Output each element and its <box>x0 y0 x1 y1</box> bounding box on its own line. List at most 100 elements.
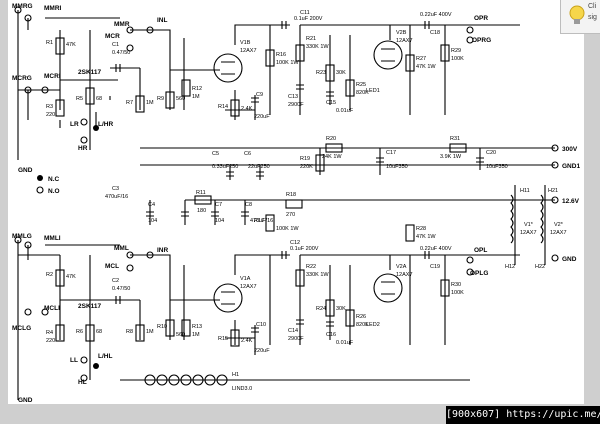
label-c20: C20 <box>486 150 496 156</box>
label-r21-value: 330K 1W <box>306 44 329 50</box>
label-c20-value: 10uF350 <box>486 164 508 170</box>
net-opl: OPL <box>474 247 487 254</box>
label-c8-value: 470uF/16 <box>250 218 273 224</box>
resistor-boxes <box>55 37 467 347</box>
label-r5: R5 <box>76 96 83 102</box>
legend-no: N.O <box>48 188 60 195</box>
label-c18: C18 <box>430 30 440 36</box>
net-hl: HL <box>78 379 87 386</box>
label-r7-value: 1M <box>146 100 154 106</box>
wiring <box>17 10 555 400</box>
label-r7: R7 <box>126 100 133 106</box>
label-c9: C9 <box>256 92 263 98</box>
label-r30: R30 <box>451 282 461 288</box>
label-led1: LED1 <box>366 88 380 94</box>
label-c14: C14 <box>288 328 298 334</box>
net-oprg: OPRG <box>472 37 491 44</box>
image-source-caption: [900x607] https://upic.me/ <box>446 406 600 424</box>
label-c15: C15 <box>326 100 336 106</box>
label-r14-value: 2.4K <box>241 106 253 112</box>
schematic-paper <box>8 0 584 404</box>
tube-v1a <box>213 283 243 313</box>
label-c18-value: 0.22uF 400V <box>420 12 452 18</box>
net-lr: LR <box>70 121 79 128</box>
label-r18-value: 270 <box>286 212 295 218</box>
net-inr: INR <box>157 247 169 254</box>
help-tooltip[interactable]: Cli sig <box>560 0 600 34</box>
net-mclg: MCLG <box>12 325 31 332</box>
net-mcli: MCLI <box>44 305 60 312</box>
label-c11-value: 0.1uF 200V <box>294 16 323 22</box>
label-r20: R20 <box>326 136 336 142</box>
label-r9-value: 560 <box>176 96 185 102</box>
label-c4: C4 <box>148 202 155 208</box>
label-c3: C3 <box>112 186 119 192</box>
net-inl: INL <box>157 17 168 24</box>
net-mcl: MCL <box>105 263 119 270</box>
label-c16: C16 <box>326 332 336 338</box>
label-r14: R14 <box>218 104 228 110</box>
label-c15-value: 0.01uF <box>336 108 354 114</box>
label-r31: R31 <box>450 136 460 142</box>
label-r27: R27 <box>416 56 426 62</box>
label-h11: H11 <box>520 188 530 194</box>
label-r25-value: 820K <box>356 90 369 96</box>
label-r6-value: 68 <box>96 329 102 335</box>
label-r8: R8 <box>126 329 133 335</box>
net-gnd1: GND1 <box>562 163 580 170</box>
label-h21: H21 <box>548 188 558 194</box>
net-hr: HR <box>78 145 88 152</box>
tube-v1b <box>213 53 243 83</box>
net-lhr: L/HR <box>98 121 113 128</box>
label-r2-value: 47K <box>66 274 76 280</box>
label-r8-value: 1M <box>146 329 154 335</box>
label-c2: C2 <box>112 278 119 284</box>
label-v1-heater-type: 12AX7 <box>520 230 537 236</box>
net-gnd-top: GND <box>18 167 33 174</box>
heater-coils <box>510 194 544 244</box>
label-r6: R6 <box>76 329 83 335</box>
label-j1: 2SK117 <box>78 69 102 76</box>
label-c6: C6 <box>244 151 251 157</box>
label-r4: R4 <box>46 330 53 336</box>
label-r21: R21 <box>306 36 316 42</box>
label-r17-value: 100K 1W <box>276 226 299 232</box>
label-r5-value: 68 <box>96 96 102 102</box>
legend: N.C N.O <box>48 176 60 195</box>
label-r23: R23 <box>316 70 326 76</box>
label-r4-value: 220 <box>46 338 55 344</box>
label-r1: R1 <box>46 40 53 46</box>
label-v1b: V1B <box>240 40 251 46</box>
label-r3: R3 <box>46 104 53 110</box>
net-lhl: L/HL <box>98 353 112 360</box>
label-c10: C10 <box>256 322 266 328</box>
label-c16-value: 0.01uF <box>336 340 354 346</box>
tube-v2a <box>373 273 403 303</box>
label-c2-value: 0.47/50 <box>112 286 130 292</box>
label-h1-value: LIND3.0 <box>232 386 252 392</box>
label-r16-value: 100K 1W <box>276 60 299 66</box>
label-v2b-type: 12AX7 <box>396 38 413 44</box>
capacitor-plates <box>115 21 484 333</box>
net-mmlg: MMLG <box>12 233 32 240</box>
label-r30-value: 100K <box>451 290 464 296</box>
label-c13: C13 <box>288 94 298 100</box>
net-ll: LL <box>70 357 78 364</box>
jack-terminals <box>14 6 559 382</box>
label-r13: R13 <box>192 324 202 330</box>
label-v1a-type: 12AX7 <box>240 284 257 290</box>
net-mmli: MMLI <box>44 235 61 242</box>
label-v2-heater-type: 12AX7 <box>550 230 567 236</box>
net-mmrg: MMRG <box>12 3 33 10</box>
label-r22: R22 <box>306 264 316 270</box>
label-c13-value: 2900F <box>288 102 304 108</box>
net-labels: MMRG MMRI MMR INL MCR MCRG MCRI LR L/HR … <box>12 3 580 404</box>
help-tooltip-text: sig <box>588 14 597 21</box>
label-r11: R11 <box>196 190 206 196</box>
label-r13-value: 1M <box>192 332 200 338</box>
label-r27-value: 47K 1W <box>416 64 436 70</box>
net-mmr: MMR <box>114 21 130 28</box>
label-r19-value: 220K <box>300 164 313 170</box>
net-gnd-bottom: GND <box>18 397 33 404</box>
label-c5-value: 0.33uF250 <box>212 164 238 170</box>
